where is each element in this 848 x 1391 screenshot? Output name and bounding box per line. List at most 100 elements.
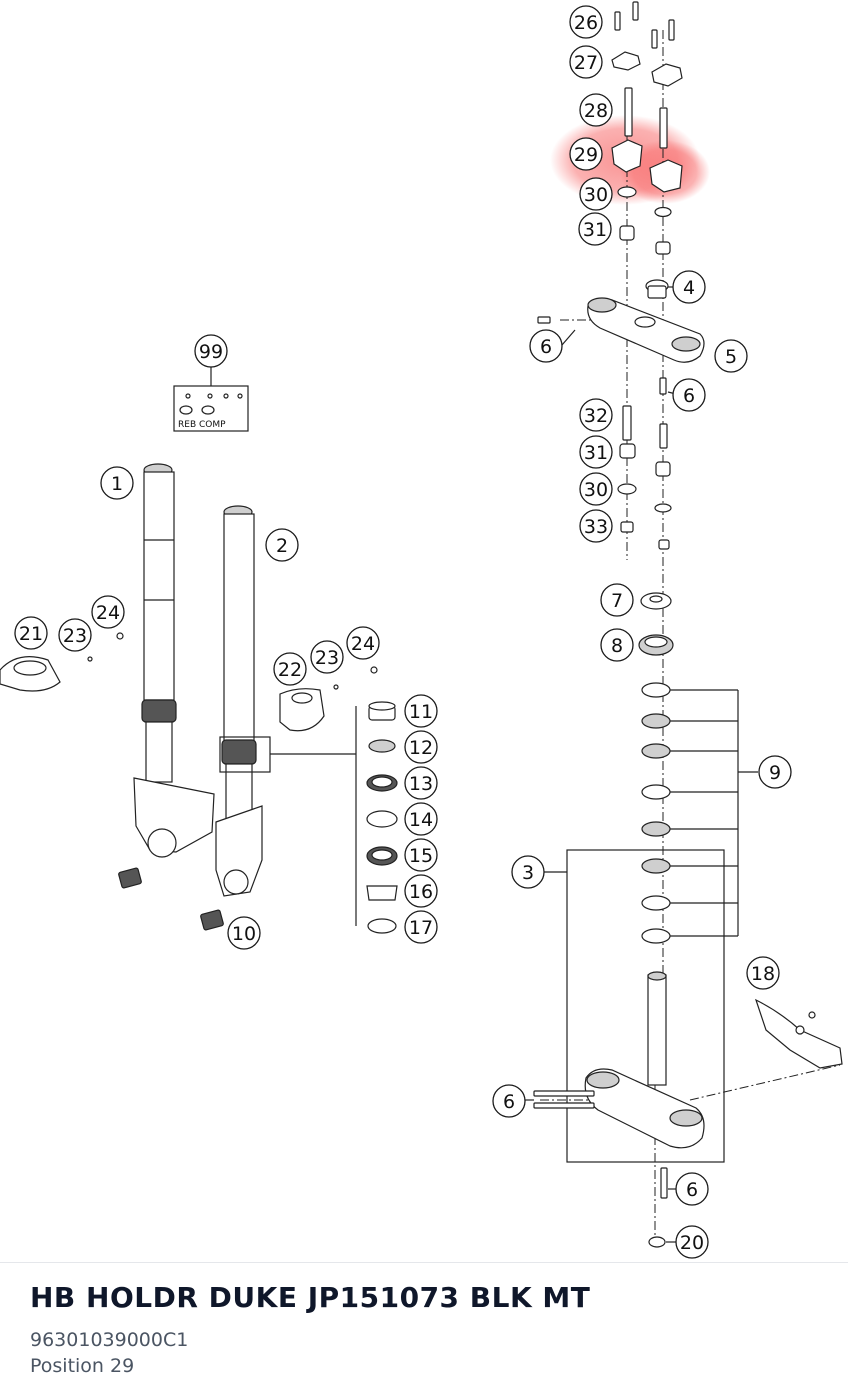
callout-label: 18 [751,963,775,985]
callout-label: 8 [611,635,623,657]
callout-17[interactable]: 17 [404,910,438,944]
callout-label: 26 [574,12,598,34]
callout-11[interactable]: 11 [404,694,438,728]
part-number: 96301039000C1 [30,1329,189,1351]
clamp-caps-27 [611,51,683,87]
callout-label: 33 [584,516,608,538]
group-9-bracket [670,689,758,937]
callout-label: 5 [725,346,737,368]
callout-2[interactable]: 2 [265,528,299,562]
callout-23[interactable]: 23 [310,640,344,674]
callout-label: 29 [574,144,598,166]
callout-28[interactable]: 28 [579,93,613,127]
nuts-33 [620,521,670,550]
callout-15[interactable]: 15 [404,838,438,872]
top-cap-4 [645,279,669,299]
callout-8[interactable]: 8 [600,628,634,662]
steering-stem-3 [533,971,705,1248]
part-title: HB HOLDR DUKE JP151073 BLK MT [30,1281,591,1314]
callout-32[interactable]: 32 [579,398,613,432]
assembly-axes [540,30,841,1240]
callout-label: 14 [409,809,433,831]
callout-27[interactable]: 27 [569,45,603,79]
callout-4[interactable]: 4 [672,270,706,304]
callout-label: 15 [409,845,433,867]
bearing-cap-7 [640,592,672,610]
callout-13[interactable]: 13 [404,766,438,800]
callout-1[interactable]: 1 [100,466,134,500]
callout-18[interactable]: 18 [746,956,780,990]
callout-label: 24 [351,633,375,655]
upper-bolts-26 [614,1,675,49]
callout-6[interactable]: 6 [492,1084,526,1118]
callout-24[interactable]: 24 [346,626,380,660]
lower-bushings-31 [619,443,671,477]
callout-14[interactable]: 14 [404,802,438,836]
callout-6[interactable]: 6 [675,1172,709,1206]
part-position: Position 29 [30,1355,135,1377]
callout-6[interactable]: 6 [529,329,563,363]
callout-label: 30 [584,479,608,501]
callout-26[interactable]: 26 [569,5,603,39]
fork-leg-2 [200,505,271,931]
seal-parts-11-17 [366,701,398,934]
callout-label: 17 [409,917,433,939]
callout-29[interactable]: 29 [569,137,603,171]
lower-washers-30 [617,483,672,513]
callout-31[interactable]: 31 [578,212,612,246]
callout-label: 23 [63,625,87,647]
callout-7[interactable]: 7 [600,583,634,617]
callout-label: 28 [584,100,608,122]
lower-spacers-32 [622,405,668,449]
bearing-8 [638,634,674,656]
exploded-parts-diagram: REB COMP [0,1,843,1259]
callout-16[interactable]: 16 [404,874,438,908]
handlebar-holders-29 [611,139,683,193]
callout-12[interactable]: 12 [404,730,438,764]
group-3-frame [544,849,725,1163]
callout-24[interactable]: 24 [91,595,125,629]
callout-label: 16 [409,881,433,903]
callout-30[interactable]: 30 [579,177,613,211]
callout-label: 9 [769,762,781,784]
callout-20[interactable]: 20 [675,1225,709,1259]
callout-label: 27 [574,52,598,74]
callout-33[interactable]: 33 [579,509,613,543]
callout-30[interactable]: 30 [579,472,613,506]
callout-3[interactable]: 3 [511,855,545,889]
callout-label: 6 [540,336,552,358]
callout-99[interactable]: 99 [194,334,228,368]
callout-label: 6 [686,1179,698,1201]
callout-label: 10 [232,923,256,945]
callout-label: 12 [409,737,433,759]
washers-30 [617,186,672,218]
callout-label: 11 [409,701,433,723]
callout-6[interactable]: 6 [672,378,706,412]
callout-label: 13 [409,773,433,795]
callout-label: 6 [683,385,695,407]
callout-label: 1 [111,473,123,495]
callout-10[interactable]: 10 [227,916,261,950]
kit-99-box: REB COMP [173,366,249,432]
bracket-18 [754,998,843,1069]
kit-99-label: REB COMP [178,420,226,430]
callout-9[interactable]: 9 [758,755,792,789]
callout-21[interactable]: 21 [14,616,48,650]
callout-31[interactable]: 31 [579,435,613,469]
callout-22[interactable]: 22 [273,652,307,686]
callout-5[interactable]: 5 [714,339,748,373]
callout-label: 4 [683,277,695,299]
part-info-panel: HB HOLDR DUKE JP151073 BLK MT 9630103900… [0,1262,848,1391]
callout-label: 21 [19,623,43,645]
long-bolts-28 [624,87,668,149]
callout-label: 6 [503,1091,515,1113]
callout-label: 30 [584,184,608,206]
callout-label: 22 [278,659,302,681]
callout-label: 2 [276,535,288,557]
upper-triple-clamp-5 [537,297,705,395]
callout-23[interactable]: 23 [58,618,92,652]
bushings-31 [619,225,671,255]
callout-label: 24 [96,602,120,624]
seal-kit-bracket [270,706,357,926]
callout-label: 3 [522,862,534,884]
